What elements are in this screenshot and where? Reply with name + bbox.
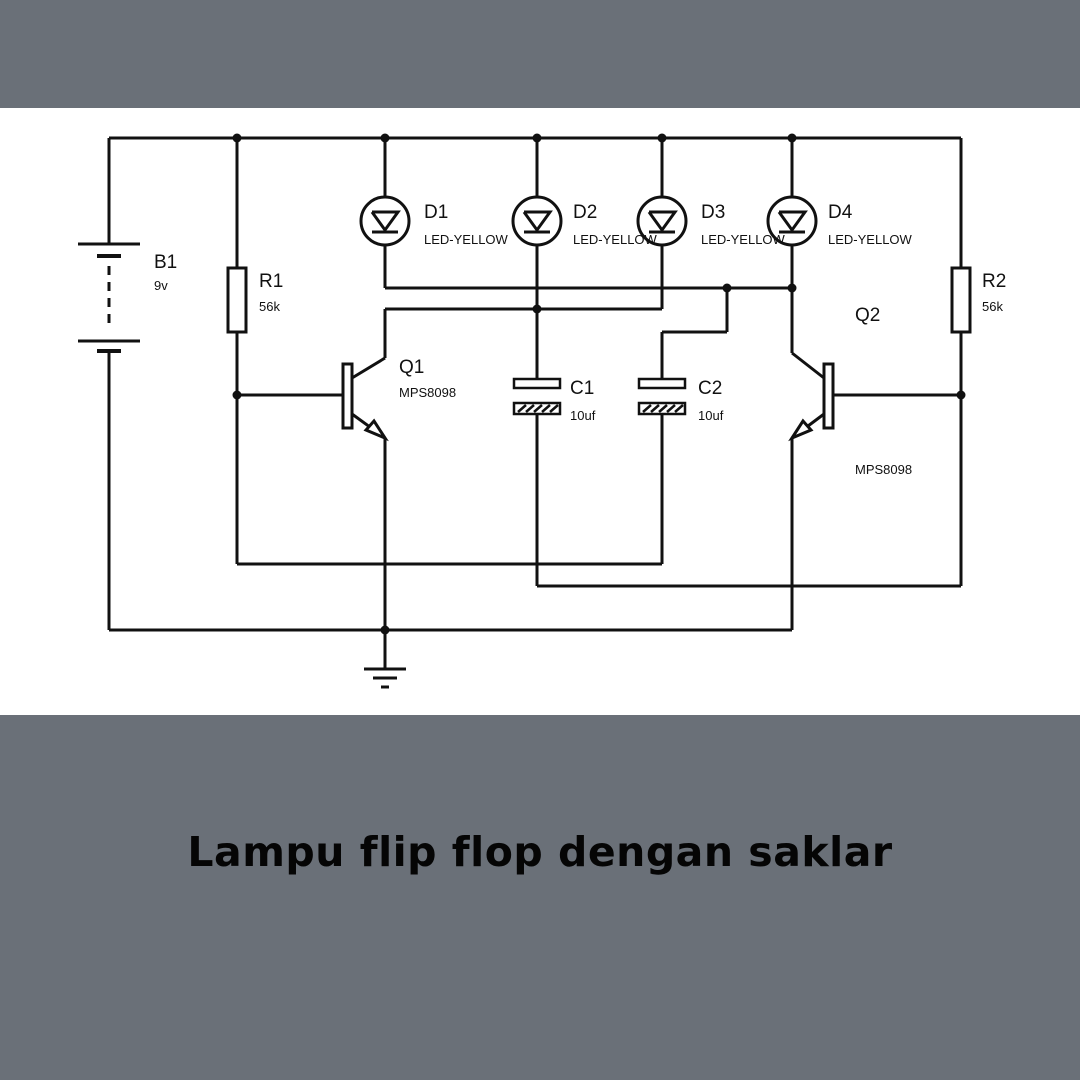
d2-value-label: LED-YELLOW bbox=[573, 232, 658, 247]
junction-dot bbox=[956, 390, 966, 400]
led-d3 bbox=[636, 195, 688, 247]
b1-value-label: 9v bbox=[154, 278, 168, 293]
junction-dot bbox=[380, 625, 390, 635]
resistor-r2 bbox=[950, 266, 972, 334]
q1-ref-label: Q1 bbox=[399, 357, 424, 378]
capacitor-c1 bbox=[512, 377, 562, 416]
transistor-q2 bbox=[788, 351, 835, 442]
d3-ref-label: D3 bbox=[701, 202, 725, 223]
junction-dot bbox=[722, 283, 732, 293]
d2-ref-label: D2 bbox=[573, 202, 597, 223]
junction-dot bbox=[232, 133, 242, 143]
junction-dot bbox=[380, 133, 390, 143]
capacitor-c2 bbox=[637, 377, 687, 416]
junctions bbox=[232, 133, 966, 635]
caption-title: Lampu flip flop dengan saklar bbox=[187, 828, 893, 876]
c2-ref-label: C2 bbox=[698, 378, 722, 399]
led-d1 bbox=[359, 195, 411, 247]
c1-ref-label: C1 bbox=[570, 378, 594, 399]
d3-value-label: LED-YELLOW bbox=[701, 232, 786, 247]
junction-dot bbox=[657, 133, 667, 143]
c1-value-label: 10uf bbox=[570, 408, 596, 423]
junction-dot bbox=[532, 133, 542, 143]
d4-value-label: LED-YELLOW bbox=[828, 232, 913, 247]
circuit-schematic: B1 9v R1 56k R2 56k D1 LED-YELLOW D2 LED… bbox=[78, 133, 1006, 689]
d4-ref-label: D4 bbox=[828, 202, 853, 223]
junction-dot bbox=[787, 133, 797, 143]
q1-value-label: MPS8098 bbox=[399, 385, 456, 400]
r2-ref-label: R2 bbox=[982, 271, 1006, 292]
resistor-r1 bbox=[226, 266, 248, 334]
q2-ref-label: Q2 bbox=[855, 305, 880, 326]
led-d4 bbox=[766, 195, 818, 247]
ground-symbol bbox=[364, 660, 406, 689]
c2-value-label: 10uf bbox=[698, 408, 724, 423]
d1-value-label: LED-YELLOW bbox=[424, 232, 509, 247]
r2-value-label: 56k bbox=[982, 299, 1003, 314]
schematic-panel: B1 9v R1 56k R2 56k D1 LED-YELLOW D2 LED… bbox=[0, 108, 1080, 715]
d1-ref-label: D1 bbox=[424, 202, 448, 223]
r1-ref-label: R1 bbox=[259, 271, 283, 292]
junction-dot bbox=[532, 304, 542, 314]
r1-value-label: 56k bbox=[259, 299, 280, 314]
wires bbox=[107, 136, 963, 660]
led-d2 bbox=[511, 195, 563, 247]
junction-dot bbox=[787, 283, 797, 293]
transistor-q1 bbox=[341, 356, 389, 442]
b1-ref-label: B1 bbox=[154, 252, 177, 273]
junction-dot bbox=[232, 390, 242, 400]
q2-value-label: MPS8098 bbox=[855, 462, 912, 477]
battery-b1 bbox=[78, 242, 140, 353]
